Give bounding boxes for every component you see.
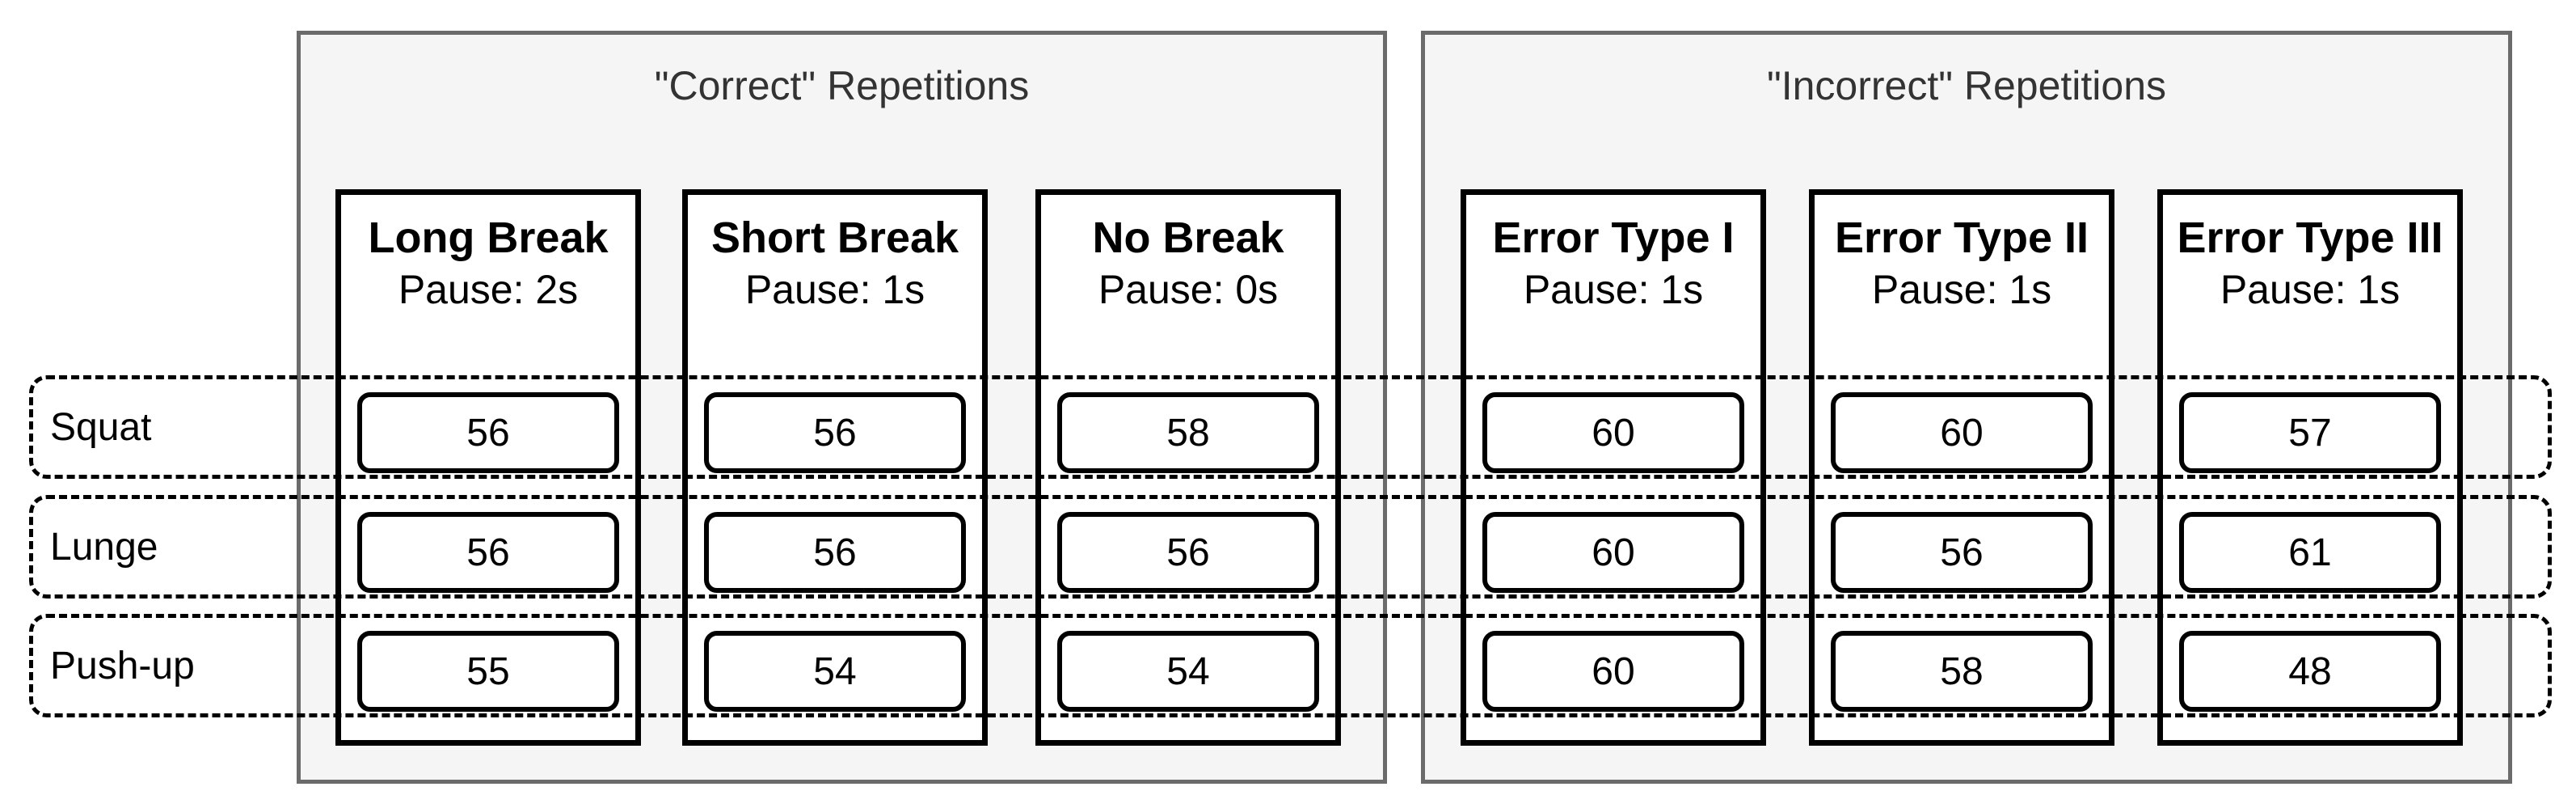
count-cell: 55 (357, 631, 619, 712)
count-cell: 58 (1057, 392, 1319, 473)
pause-label: Pause: 2s (398, 267, 579, 312)
count-cell: 56 (1057, 512, 1319, 593)
pause-label: Pause: 1s (744, 267, 925, 312)
condition-column: Error Type II Pause: 1s 60 56 58 (1809, 189, 2114, 746)
count-cell: 48 (2179, 631, 2441, 712)
count-cell: 54 (704, 631, 966, 712)
group-title: "Incorrect" Repetitions (1766, 63, 2167, 108)
count-cell: 56 (704, 512, 966, 593)
count-cell: 57 (2179, 392, 2441, 473)
pause-label: Pause: 0s (1098, 267, 1279, 312)
condition-title: Short Break (710, 214, 959, 262)
count-cell: 58 (1831, 631, 2093, 712)
condition-title: Long Break (368, 214, 609, 262)
pause-label: Pause: 1s (2220, 267, 2401, 312)
count-cell: 60 (1482, 631, 1744, 712)
group-title: "Correct" Repetitions (654, 63, 1030, 108)
pause-label: Pause: 1s (1523, 267, 1704, 312)
count-cell: 54 (1057, 631, 1319, 712)
count-cell: 56 (357, 392, 619, 473)
count-cell: 60 (1482, 392, 1744, 473)
condition-title: No Break (1092, 214, 1284, 262)
count-cell: 60 (1482, 512, 1744, 593)
count-cell: 56 (704, 392, 966, 473)
exercise-label: Push-up (50, 644, 195, 687)
count-cell: 56 (357, 512, 619, 593)
count-cell: 61 (2179, 512, 2441, 593)
count-cell: 60 (1831, 392, 2093, 473)
exercise-label: Lunge (50, 525, 158, 569)
condition-title: Error Type II (1834, 214, 2089, 262)
condition-title: Error Type III (2177, 214, 2443, 262)
condition-column: Error Type III Pause: 1s 57 61 48 (2157, 189, 2463, 746)
count-cell: 56 (1831, 512, 2093, 593)
condition-column: Error Type I Pause: 1s 60 60 60 (1461, 189, 1766, 746)
exercise-label: Squat (50, 405, 152, 449)
condition-title: Error Type I (1492, 214, 1735, 262)
pause-label: Pause: 1s (1871, 267, 2052, 312)
